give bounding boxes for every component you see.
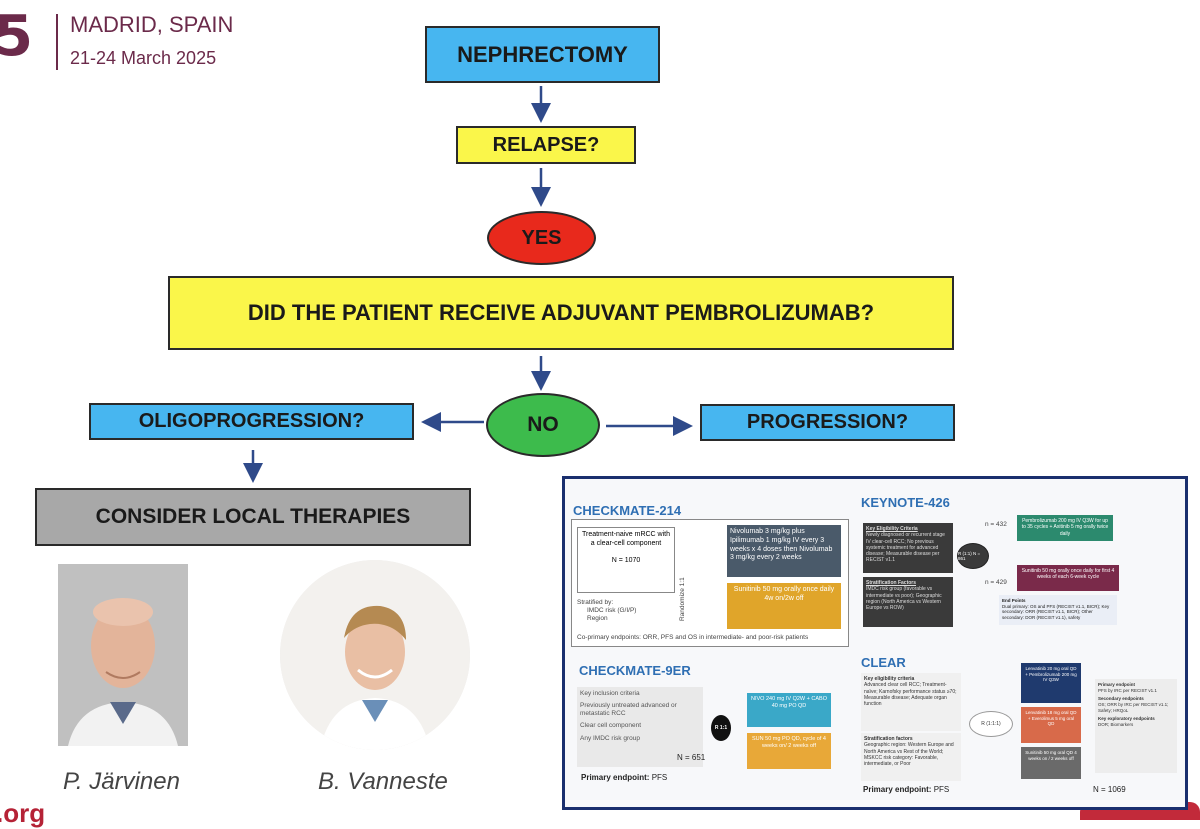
checkmate9er-arm-sunitinib: SUN 50 mg PO QD, cycle of 4 weeks on/ 2 … [747, 733, 831, 769]
clear-arm-lenva-pembro: Lenvatinib 20 mg oral QD + Pembrolizumab… [1021, 663, 1081, 703]
keynote426-n-arm2: n = 429 [985, 579, 1007, 586]
checkmate214-endpoints: Co-primary endpoints: ORR, PFS and OS in… [577, 634, 809, 641]
checkmate9er-randomization: R 1:1 [711, 715, 731, 741]
clear-arm-lenva-evero: Lenvatinib 18 mg oral QD + Everolimus 5 … [1021, 707, 1081, 743]
clear-stratification: Stratification factors Geographic region… [861, 733, 961, 781]
trial-title-checkmate9er: CHECKMATE-9ER [579, 663, 691, 678]
checkmate9er-inclusion: Key inclusion criteria Previously untrea… [577, 687, 703, 767]
checkmate214-strat-2: Region [587, 615, 608, 622]
node-adjuvant-question: DID THE PATIENT RECEIVE ADJUVANT PEMBROL… [168, 276, 954, 350]
clear-arm-sunitinib: Sunitinib 50 mg oral QD 4 weeks on / 2 w… [1021, 747, 1081, 779]
trial-title-checkmate214: CHECKMATE-214 [573, 503, 682, 518]
keynote426-eligibility: Key Eligibility Criteria Newly diagnosed… [863, 523, 953, 573]
keynote426-endpoints: End Points Dual primary: OS and PFS (REC… [999, 595, 1117, 625]
header-divider [56, 14, 58, 70]
clear-randomization: R (1:1:1) [969, 711, 1013, 737]
node-relapse: RELAPSE? [456, 126, 636, 164]
keynote426-arm-pembro-axi: Pembrolizumab 200 mg IV Q3W for up to 35… [1017, 515, 1113, 541]
clear-endpoints: Primary endpoint PFS by IRC per RECIST v… [1095, 679, 1177, 773]
speaker-name-vanneste: B. Vanneste [318, 768, 448, 795]
speaker-name-jarvinen: P. Järvinen [63, 768, 180, 795]
keynote426-stratification: Stratification Factors IMDC risk group (… [863, 577, 953, 627]
node-nephrectomy: NEPHRECTOMY [425, 26, 660, 83]
trial-title-keynote426: KEYNOTE-426 [861, 495, 950, 510]
clear-eligibility: Key eligibility criteria Advanced clear … [861, 673, 961, 731]
trial-title-clear: CLEAR [861, 655, 906, 670]
congress-dates: 21-24 March 2025 [70, 48, 217, 68]
checkmate214-population: Treatment-naive mRCC with a clear-cell c… [577, 527, 675, 593]
node-oligoprogression: OLIGOPROGRESSION? [89, 403, 414, 440]
checkmate9er-arm-nivo-cabo: NIVO 240 mg IV Q2W + CABO 40 mg PO QD [747, 693, 831, 727]
node-progression: PROGRESSION? [700, 404, 955, 441]
keynote426-arm-sunitinib: Sunitinib 50 mg orally once daily for fi… [1017, 565, 1119, 591]
clear-primary-endpoint: Primary endpoint: PFS [863, 785, 950, 794]
footer-site-fragment: .org [0, 798, 46, 828]
clear-n: N = 1069 [1093, 785, 1126, 794]
checkmate214-strat-title: Stratified by: [577, 599, 614, 606]
congress-year-fragment: 5 [0, 4, 33, 69]
speaker-photo-jarvinen [58, 564, 188, 746]
checkmate214-arm-nivo-ipi: Nivolumab 3 mg/kg plus Ipilimumab 1 mg/k… [727, 525, 841, 577]
trials-inset: CHECKMATE-214 Treatment-naive mRCC with … [562, 476, 1188, 810]
node-local-therapies: CONSIDER LOCAL THERAPIES [35, 488, 471, 546]
checkmate214-randomize: Randomize 1:1 [679, 577, 686, 621]
speaker-photo-vanneste [280, 560, 470, 750]
checkmate9er-primary-endpoint: Primary endpoint: PFS [581, 773, 668, 782]
keynote426-randomization: R (1:1) N = 861 [957, 543, 989, 569]
node-yes: YES [487, 211, 596, 265]
keynote426-n-arm1: n = 432 [985, 521, 1007, 528]
checkmate9er-n: N = 651 [677, 753, 706, 762]
node-no: NO [486, 393, 600, 457]
checkmate214-arm-sunitinib: Sunitinib 50 mg orally once daily 4w on/… [727, 583, 841, 629]
congress-location: MADRID, SPAIN [70, 12, 234, 37]
checkmate214-strat-1: IMDC risk (G/I/P) [587, 607, 637, 614]
checkmate214-n: N = 1070 [611, 556, 641, 564]
